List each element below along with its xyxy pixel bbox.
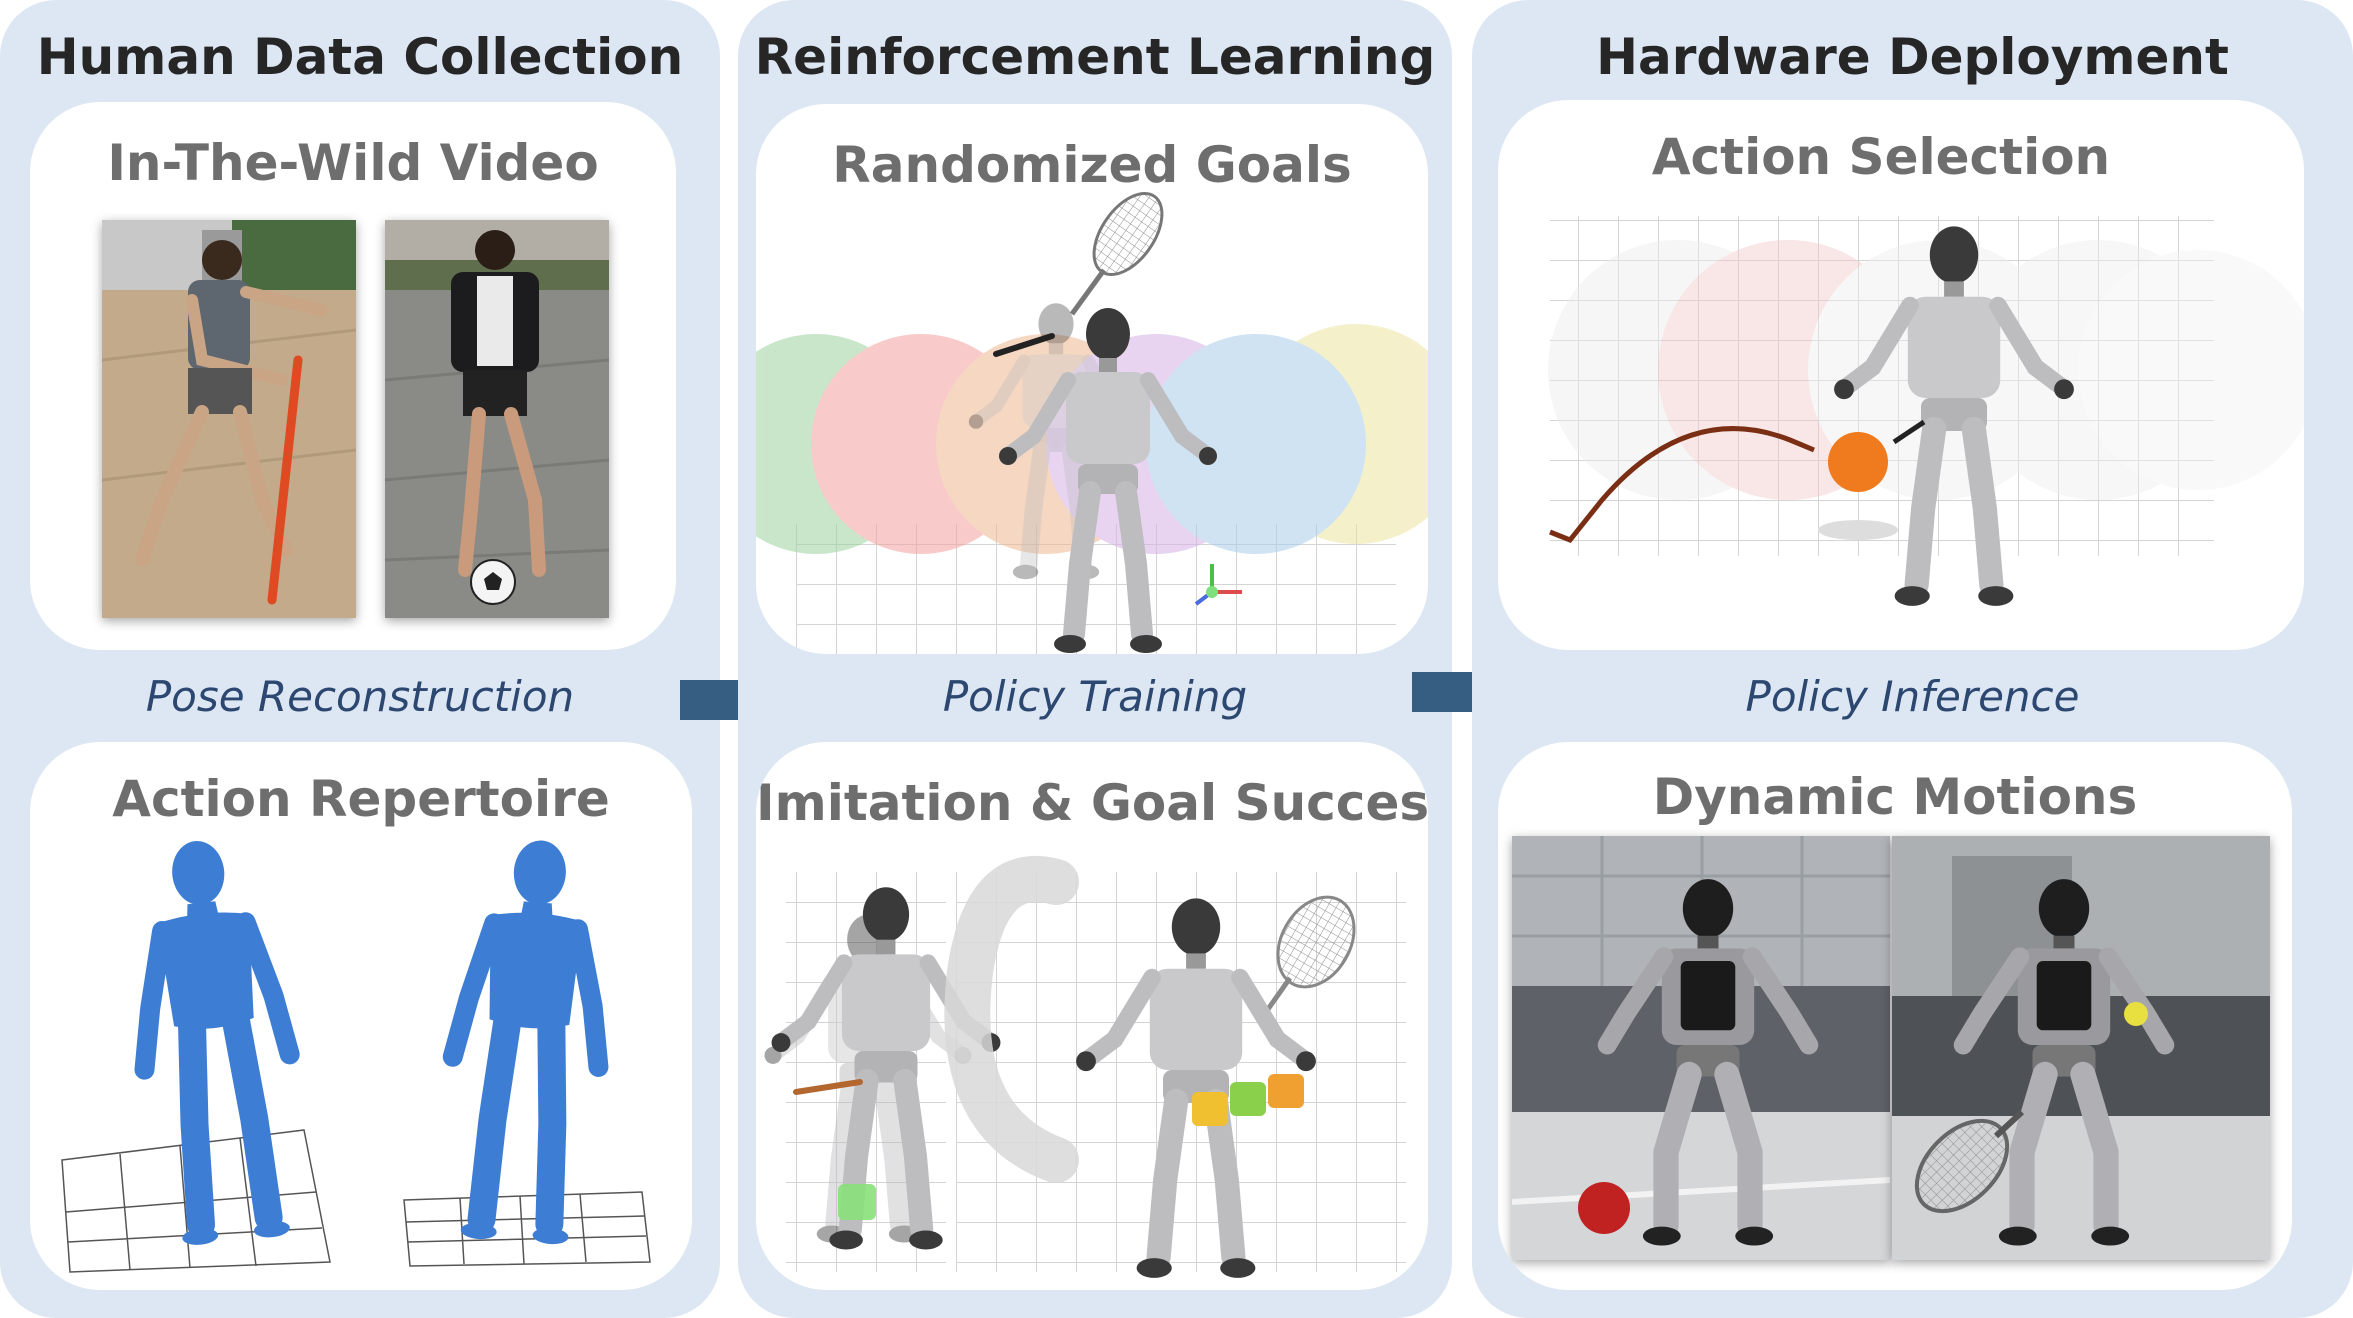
caption-policy-inference: Policy Inference [1745, 672, 2080, 721]
caption-pose-reconstruction: Pose Reconstruction [145, 672, 575, 721]
tennis-racket-icon [1069, 191, 1164, 316]
card-title: Imitation & Goal Success [756, 774, 1428, 832]
column-title: Reinforcement Learning [754, 28, 1436, 86]
tennis-racket-icon [1914, 1109, 2025, 1214]
column-title: Hardware Deployment [1596, 28, 2229, 86]
person-figure [451, 230, 546, 577]
card-title: Randomized Goals [832, 136, 1352, 194]
photo-kid-with-soccer-ball [385, 220, 609, 618]
motion-trail [944, 855, 1079, 1183]
card-action-repertoire: Action Repertoire [30, 742, 692, 1290]
column-hardware-deployment: Hardware Deployment Action Selection Pol… [1472, 0, 2353, 1318]
card-dynamic-motions: Dynamic Motions [1498, 742, 2292, 1290]
caption-policy-training: Policy Training [942, 672, 1248, 721]
human-mesh-icon [440, 835, 614, 1246]
goal-spheres [1548, 240, 2304, 500]
card-in-the-wild-video: In-The-Wild Video [30, 102, 676, 650]
photo-kid-with-stick [102, 220, 356, 618]
card-title: Dynamic Motions [1652, 768, 2138, 826]
tennis-racket-icon [1263, 895, 1356, 1014]
person-figure [135, 240, 328, 567]
soccer-ball-icon [470, 559, 516, 605]
card-title: In-The-Wild Video [107, 134, 599, 192]
card-action-selection: Action Selection [1498, 100, 2304, 650]
column-title: Human Data Collection [36, 28, 684, 86]
wireframe-floor-right [403, 1191, 651, 1267]
column-human-data-collection: Human Data Collection In-The-Wild Video [0, 0, 720, 1318]
card-imitation-goal-success: Imitation & Goal Success [756, 742, 1428, 1290]
photo-robot-kicking-ball [1512, 836, 1890, 1260]
card-randomized-goals: Randomized Goals [756, 104, 1428, 654]
goal-frame-axes [1194, 564, 1242, 606]
photo-robot-with-racket [1892, 836, 2270, 1260]
card-title: Action Repertoire [112, 770, 610, 828]
human-mesh-icon [121, 834, 308, 1249]
column-reinforcement-learning: Reinforcement Learning Randomized Goals [738, 0, 1452, 1318]
card-title: Action Selection [1651, 128, 2111, 186]
